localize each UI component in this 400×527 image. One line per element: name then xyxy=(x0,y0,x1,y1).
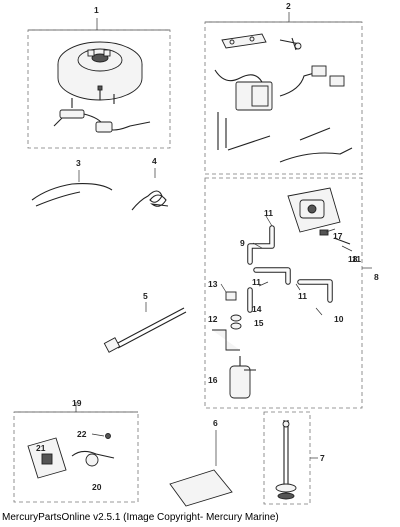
callout-11b: 11 xyxy=(352,254,361,264)
callout-10: 10 xyxy=(334,314,344,324)
callout-15: 15 xyxy=(254,318,264,328)
callout-11c: 11 xyxy=(252,277,261,287)
callout-21: 21 xyxy=(36,443,46,453)
callout-6: 6 xyxy=(213,418,218,428)
pump-shaft xyxy=(263,411,318,505)
callout-3: 3 xyxy=(76,158,81,168)
callout-19: 19 xyxy=(72,398,82,408)
callout-18: 18 xyxy=(348,254,358,264)
filter-screen xyxy=(169,430,233,507)
callout-11d: 11 xyxy=(298,291,307,301)
callout-7: 7 xyxy=(320,453,325,463)
callout-4: 4 xyxy=(152,156,157,166)
callout-1: 1 xyxy=(94,5,99,15)
callout-20: 20 xyxy=(92,482,102,492)
callout-2: 2 xyxy=(286,1,291,11)
callout-16: 16 xyxy=(208,375,218,385)
callout-11a: 11 xyxy=(264,208,273,218)
callout-9: 9 xyxy=(240,238,245,248)
callout-13: 13 xyxy=(208,279,218,289)
fuel-system xyxy=(204,177,372,409)
spring xyxy=(131,168,169,211)
callout-17: 17 xyxy=(333,231,343,241)
callout-8: 8 xyxy=(374,272,379,282)
callout-22: 22 xyxy=(77,429,87,439)
driveshaft xyxy=(103,302,187,353)
callout-5: 5 xyxy=(143,291,148,301)
wire-harness xyxy=(31,170,113,207)
flywheel-assembly xyxy=(27,18,171,149)
image-copyright-caption: MercuryPartsOnline v2.5.1 (Image Copyrig… xyxy=(2,512,279,523)
bracket-assembly xyxy=(13,402,139,503)
callout-labels: 1 2 3 4 5 6 7 8 9 10 11 11 11 11 12 13 1… xyxy=(36,1,379,492)
ignition-assembly xyxy=(204,12,363,175)
callout-12: 12 xyxy=(208,314,218,324)
callout-14: 14 xyxy=(252,304,262,314)
